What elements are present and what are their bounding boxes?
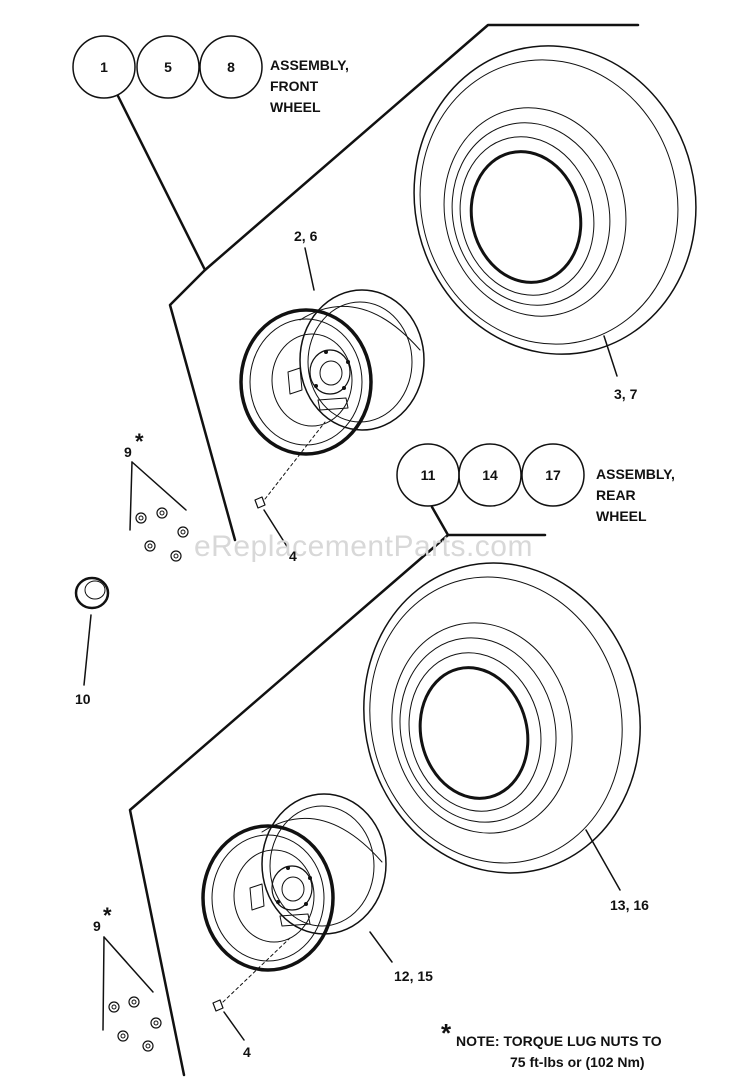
asterisk-icon: * — [103, 903, 112, 928]
front-ref-number: 1 — [100, 59, 108, 75]
rear-assembly-title-line: REAR — [596, 487, 636, 503]
front-assembly-title-line: ASSEMBLY, — [270, 57, 349, 73]
front-tire — [413, 45, 697, 355]
ref-circle-rear-3 — [521, 443, 585, 507]
rear-rim — [201, 793, 387, 972]
front-valve-leader — [263, 509, 289, 549]
callout-front-valve: 4 — [289, 548, 297, 564]
rear-ref-number: 14 — [482, 467, 498, 483]
rear-ref-number: 17 — [545, 467, 561, 483]
callout-cap: 10 — [75, 691, 91, 707]
rear-rim-leader — [369, 931, 393, 963]
front-tire-leader — [603, 335, 618, 377]
asterisk-icon: * — [135, 429, 144, 454]
ref-circle-rear-2 — [458, 443, 522, 507]
front-rim — [239, 289, 425, 456]
rear-tire — [363, 562, 641, 874]
rear-assembly-title: ASSEMBLY, REAR WHEEL — [596, 464, 675, 527]
ref-circle-front-3 — [199, 35, 263, 99]
rear-lug-nuts — [102, 936, 162, 1052]
torque-note-line: NOTE: TORQUE LUG NUTS TO — [456, 1033, 662, 1049]
front-assembly-title-line: FRONT — [270, 78, 319, 94]
front-assembly-title: ASSEMBLY, FRONT WHEEL — [270, 55, 349, 118]
front-rim-leader — [304, 247, 315, 291]
front-assembly-title-line: WHEEL — [270, 99, 321, 115]
callout-rear-tire: 13, 16 — [610, 897, 649, 913]
callout-rear-lug-nuts: 9 — [93, 918, 101, 934]
rear-assembly-leader — [430, 505, 450, 537]
rear-ref-number: 11 — [420, 467, 436, 483]
rear-assembly-title-line: WHEEL — [596, 508, 647, 524]
callout-rear-rim: 12, 15 — [394, 968, 433, 984]
cap-leader — [83, 614, 92, 686]
rear-valve-stem — [212, 937, 291, 1012]
torque-note: NOTE: TORQUE LUG NUTS TO 75 ft-lbs or (1… — [456, 1031, 662, 1073]
front-ref-number: 5 — [164, 59, 172, 75]
front-valve-stem — [254, 421, 326, 509]
rear-tire-leader — [585, 829, 621, 891]
ref-circle-front-1 — [72, 35, 136, 99]
torque-note-line: 75 ft-lbs or (102 Nm) — [510, 1054, 645, 1070]
callout-rear-valve: 4 — [243, 1044, 251, 1060]
front-ref-number: 8 — [227, 59, 235, 75]
rear-assembly-bracket — [128, 533, 547, 1077]
cap-part — [74, 576, 110, 610]
note-asterisk-icon: * — [441, 1018, 452, 1048]
ref-circle-front-2 — [136, 35, 200, 99]
callout-front-tire: 3, 7 — [614, 386, 638, 402]
rear-valve-leader — [223, 1011, 245, 1041]
rear-assembly-title-line: ASSEMBLY, — [596, 466, 675, 482]
front-assembly-bracket — [168, 23, 640, 542]
front-lug-nuts — [129, 461, 189, 562]
front-assembly-leader — [116, 94, 207, 272]
callout-front-lug-nuts: 9 — [124, 444, 132, 460]
watermark: eReplacementParts.com — [194, 530, 533, 563]
callout-front-rim: 2, 6 — [294, 228, 318, 244]
